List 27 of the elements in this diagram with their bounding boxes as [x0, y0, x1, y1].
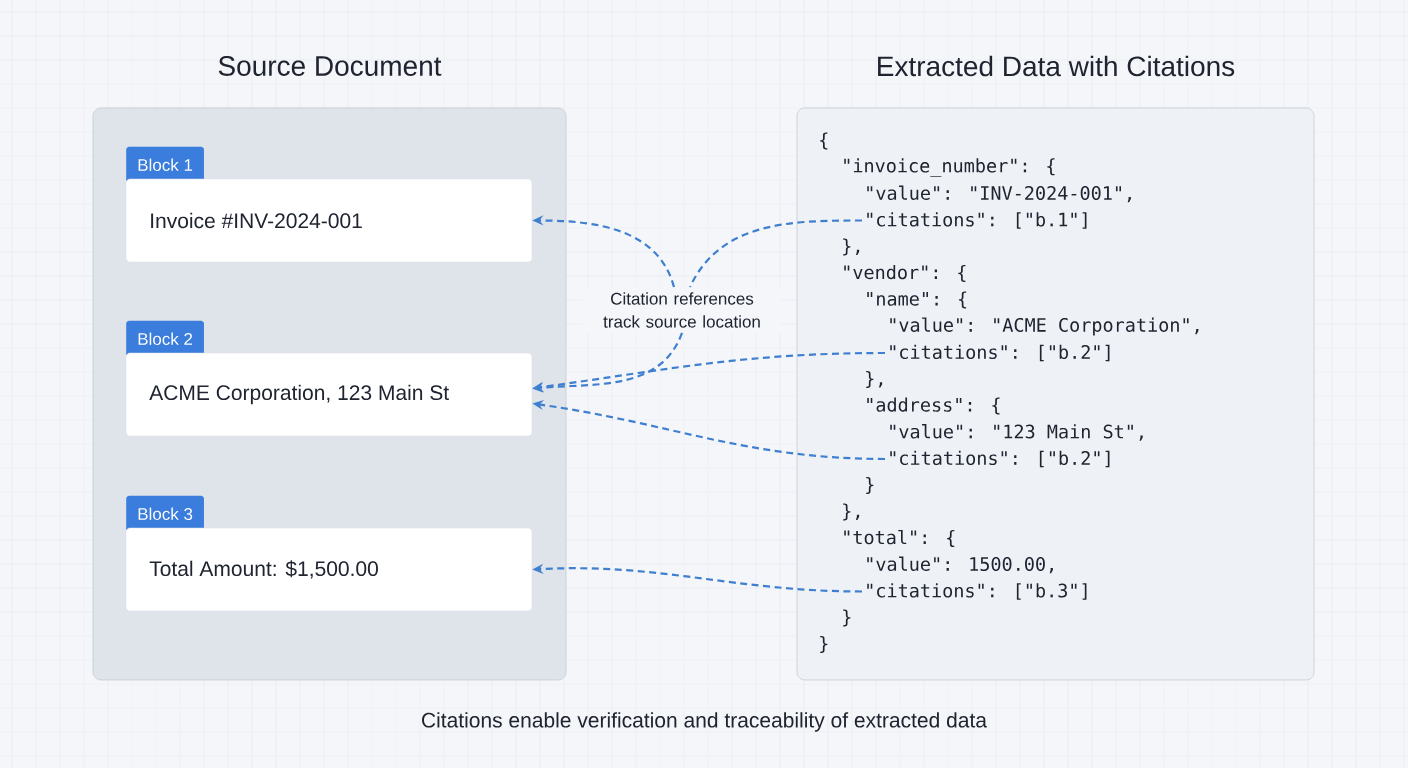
code-line: "value": "INV-2024-001",	[867, 185, 1131, 203]
code-line: }	[820, 635, 828, 653]
code-line: },	[866, 370, 883, 388]
code-line: "citations": ["b.2"]	[890, 450, 1110, 468]
code-line: "citations": ["b.1"]	[867, 212, 1087, 229]
caption: Citations enable verification and traceability of extracted data	[422, 712, 987, 732]
annotation-text: Citation references track source location	[583, 287, 781, 333]
text-block-card: Total Amount: $1,500.00	[125, 527, 533, 612]
code-line: "address": {	[867, 397, 1000, 415]
code-line: "name": {	[867, 291, 967, 309]
code-line: "value": 1500.00,	[867, 556, 1053, 574]
code-line: }	[866, 476, 874, 494]
code-line: "citations": ["b.3"]	[867, 583, 1087, 600]
code-line: },	[843, 503, 860, 521]
panel-title: Extracted Data with Citations	[878, 55, 1235, 77]
text-block-card: ACME Corporation, 123 Main St	[125, 352, 533, 437]
panel-title: Source Document	[218, 56, 442, 76]
code-line: }	[843, 609, 851, 627]
code-line: "total": {	[844, 529, 955, 548]
text-block-card: Invoice #INV-2024-001	[125, 178, 533, 263]
code-line: "citations": ["b.2"]	[890, 344, 1110, 362]
code-line: "value": "123 Main St",	[890, 424, 1143, 441]
code-line: "value": "ACME Corporation",	[890, 317, 1199, 336]
code-line: "invoice_number": {	[844, 158, 1055, 177]
code-line: },	[843, 238, 860, 256]
code-line: "vendor": {	[844, 264, 966, 282]
code-line: {	[820, 132, 828, 150]
